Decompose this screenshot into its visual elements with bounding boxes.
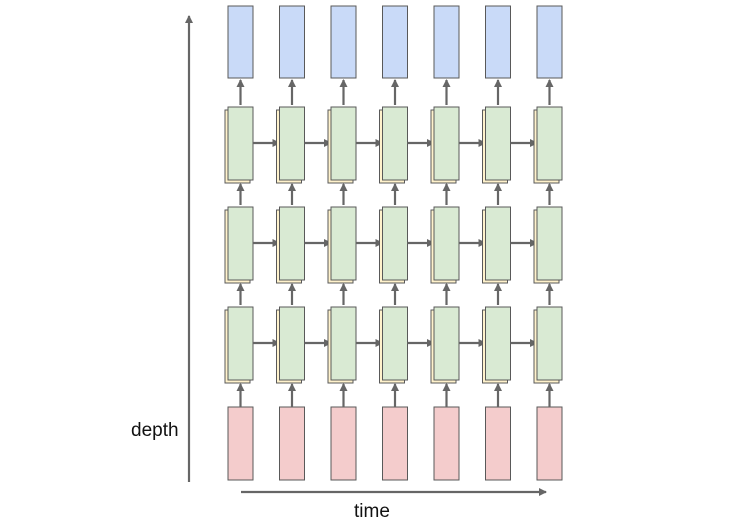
output-cell — [485, 5, 511, 79]
input-cell — [279, 406, 305, 481]
hidden-cell — [485, 306, 511, 381]
depth-axis-label: depth — [131, 420, 179, 441]
input-cell — [382, 406, 408, 481]
output-cell — [433, 5, 460, 79]
hidden-cell — [227, 106, 254, 181]
hidden-cell — [433, 206, 460, 281]
hidden-cell — [330, 106, 357, 181]
hidden-cell — [227, 206, 254, 281]
hidden-cell — [433, 306, 460, 381]
output-cell — [536, 5, 563, 79]
hidden-cell — [382, 106, 408, 181]
hidden-cell — [279, 306, 305, 381]
output-cell — [227, 5, 254, 79]
hidden-cell — [279, 106, 305, 181]
output-cell — [279, 5, 305, 79]
hidden-cell — [536, 106, 563, 181]
input-cell — [330, 406, 357, 481]
hidden-cell — [382, 206, 408, 281]
output-cell — [382, 5, 408, 79]
hidden-cell — [382, 306, 408, 381]
hidden-cell — [279, 206, 305, 281]
time-axis-label: time — [354, 501, 390, 522]
hidden-cell — [433, 106, 460, 181]
input-cell — [227, 406, 254, 481]
hidden-cell — [330, 306, 357, 381]
input-cell — [536, 406, 563, 481]
hidden-cell — [485, 106, 511, 181]
hidden-cell — [227, 306, 254, 381]
output-cell — [330, 5, 357, 79]
hidden-cell — [330, 206, 357, 281]
input-cell — [485, 406, 511, 481]
input-cell — [433, 406, 460, 481]
hidden-cell — [536, 206, 563, 281]
hidden-cell — [485, 206, 511, 281]
hidden-cell — [536, 306, 563, 381]
